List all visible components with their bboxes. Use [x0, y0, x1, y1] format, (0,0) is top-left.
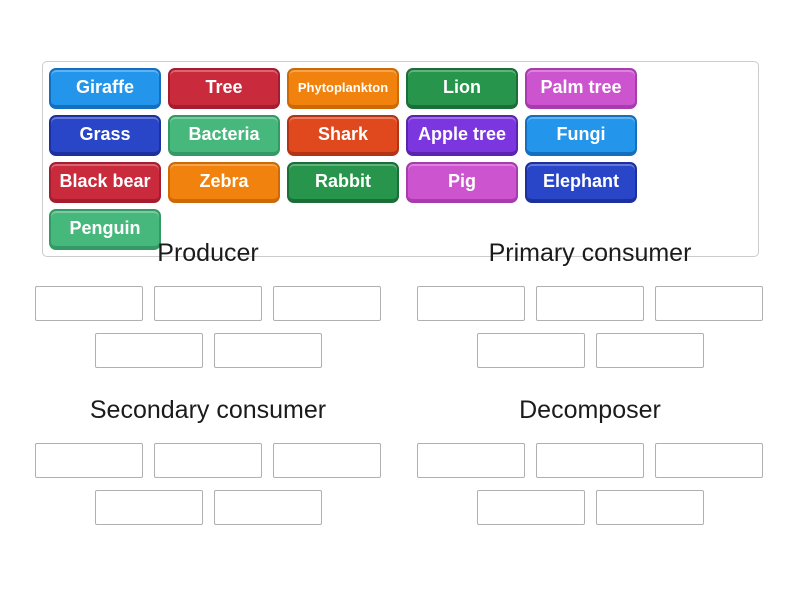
word-tile[interactable]: Pig: [406, 162, 518, 203]
group-slots: [30, 285, 386, 368]
word-tile-label: Fungi: [556, 124, 606, 144]
word-tile-label: Zebra: [199, 171, 249, 191]
word-tile[interactable]: Fungi: [525, 115, 637, 156]
drop-slot[interactable]: [655, 442, 763, 478]
word-tile-label: Giraffe: [75, 77, 135, 97]
group-decomposer: Decomposer: [410, 396, 770, 525]
group-title: Producer: [157, 239, 259, 267]
word-tile[interactable]: Elephant: [525, 162, 637, 203]
slot-row: [410, 442, 770, 478]
drop-slot[interactable]: [35, 442, 143, 478]
drop-slot[interactable]: [213, 332, 322, 368]
drop-slot[interactable]: [655, 285, 763, 321]
word-tile-label: Elephant: [542, 171, 619, 191]
drop-slot[interactable]: [417, 442, 525, 478]
slot-row: [30, 489, 386, 525]
drop-slot[interactable]: [273, 442, 381, 478]
slot-row: [30, 285, 386, 321]
group-title: Secondary consumer: [89, 396, 327, 424]
drop-slot[interactable]: [94, 332, 203, 368]
word-tile-label: Penguin: [69, 218, 141, 238]
word-tray: Giraffe Tree Phytoplankton Lion Palm tre…: [42, 61, 759, 257]
slot-row: [410, 285, 770, 321]
word-tile[interactable]: Bacteria: [168, 115, 280, 156]
drop-slot[interactable]: [154, 285, 262, 321]
word-tile-label: Black bear: [59, 171, 151, 191]
drop-slot[interactable]: [417, 285, 525, 321]
word-tile-label: Phytoplankton: [297, 79, 389, 95]
word-tile[interactable]: Shark: [287, 115, 399, 156]
group-secondary-consumer: Secondary consumer: [30, 396, 386, 525]
drop-slot[interactable]: [476, 489, 585, 525]
slot-row: [30, 332, 386, 368]
word-tile[interactable]: Black bear: [49, 162, 161, 203]
word-tile[interactable]: Lion: [406, 68, 518, 109]
word-tile-label: Apple tree: [417, 124, 507, 144]
word-tile[interactable]: Zebra: [168, 162, 280, 203]
word-tile-label: Palm tree: [540, 77, 622, 97]
word-tile[interactable]: Tree: [168, 68, 280, 109]
slot-row: [410, 332, 770, 368]
drop-slot[interactable]: [536, 442, 644, 478]
word-tile[interactable]: Palm tree: [525, 68, 637, 109]
word-tile-label: Grass: [79, 124, 131, 144]
group-primary-consumer: Primary consumer: [410, 239, 770, 368]
slot-row: [410, 489, 770, 525]
drop-slot[interactable]: [595, 332, 704, 368]
drop-slot[interactable]: [273, 285, 381, 321]
group-slots: [30, 442, 386, 525]
drop-slot[interactable]: [536, 285, 644, 321]
word-tile[interactable]: Grass: [49, 115, 161, 156]
word-tile[interactable]: Apple tree: [406, 115, 518, 156]
group-producer: Producer: [30, 239, 386, 368]
drop-slot[interactable]: [35, 285, 143, 321]
slot-row: [30, 442, 386, 478]
word-tile[interactable]: Phytoplankton: [287, 68, 399, 109]
group-slots: [410, 442, 770, 525]
group-title: Primary consumer: [488, 239, 692, 267]
group-slots: [410, 285, 770, 368]
word-tile[interactable]: Rabbit: [287, 162, 399, 203]
word-tile-label: Tree: [205, 77, 243, 97]
word-tile[interactable]: Penguin: [49, 209, 161, 250]
drop-slot[interactable]: [595, 489, 704, 525]
group-title: Decomposer: [519, 396, 661, 424]
word-tile-label: Bacteria: [188, 124, 260, 144]
word-tile-label: Shark: [317, 124, 369, 144]
drop-slot[interactable]: [213, 489, 322, 525]
drop-slot[interactable]: [476, 332, 585, 368]
word-tile[interactable]: Giraffe: [49, 68, 161, 109]
word-tile-label: Pig: [447, 171, 476, 191]
drop-slot[interactable]: [94, 489, 203, 525]
word-tile-label: Lion: [443, 77, 481, 97]
drop-slot[interactable]: [154, 442, 262, 478]
word-tile-label: Rabbit: [315, 171, 371, 191]
